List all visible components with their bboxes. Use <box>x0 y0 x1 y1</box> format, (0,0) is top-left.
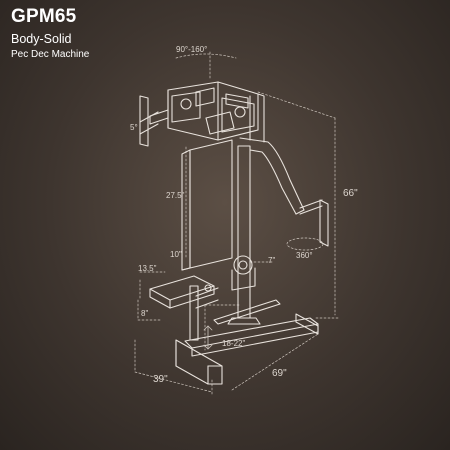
model-title: GPM65 <box>11 6 77 27</box>
pad-width-label: 10" <box>170 250 182 259</box>
width-label: 39" <box>153 374 168 385</box>
pad-height-label: 27.5" <box>166 191 185 200</box>
dimension-lines <box>134 51 341 395</box>
handle-angle-label: 5° <box>130 123 138 132</box>
seat-thickness-label: 8" <box>141 309 148 318</box>
brand-name: Body-Solid <box>11 32 72 46</box>
product-name: Pec Dec Machine <box>11 49 90 60</box>
pivot-label: 7" <box>268 256 275 265</box>
seat-depth-label: 13.5" <box>138 264 157 273</box>
length-label: 69" <box>272 368 287 379</box>
arm-assembly <box>139 81 259 147</box>
seat-adjust-label: 18-22" <box>222 339 245 348</box>
pivot-cam <box>231 255 256 291</box>
dimension-arrows <box>203 325 213 350</box>
base-frame <box>175 145 319 385</box>
back-pad <box>181 139 233 271</box>
arm-range-label: 90°-160° <box>176 45 207 54</box>
seat-assembly <box>149 275 219 341</box>
height-label: 66" <box>343 188 358 199</box>
rotation-label: 360° <box>296 251 313 260</box>
tower-arch <box>239 93 329 247</box>
